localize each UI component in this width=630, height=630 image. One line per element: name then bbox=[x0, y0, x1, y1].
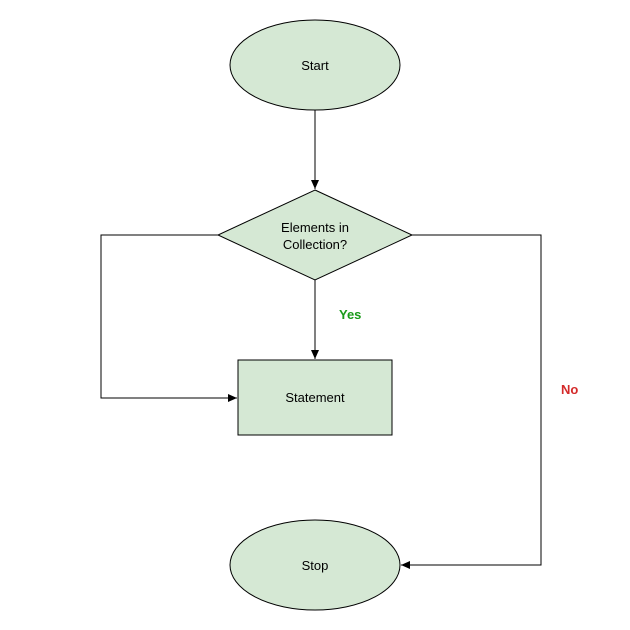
decision-node-label-line1: Elements in bbox=[281, 220, 349, 235]
stop-node[interactable]: Stop bbox=[229, 519, 401, 611]
stop-node-shape bbox=[229, 519, 401, 611]
yes-label: Yes bbox=[339, 307, 361, 322]
decision-node-shape bbox=[216, 189, 414, 281]
statement-node-shape bbox=[237, 359, 393, 436]
edge-decision-to-stop bbox=[401, 234, 542, 569]
decision-node-label-line2: Collection? bbox=[283, 237, 347, 252]
start-node[interactable]: Start bbox=[229, 19, 401, 111]
statement-node-label: Statement bbox=[285, 390, 345, 405]
edge-loop-to-statement bbox=[100, 234, 237, 402]
start-node-label: Start bbox=[301, 58, 329, 73]
stop-node-label: Stop bbox=[302, 558, 329, 573]
statement-node[interactable]: Statement bbox=[237, 359, 393, 436]
decision-node[interactable]: Elements in Collection? bbox=[216, 189, 414, 281]
no-label: No bbox=[561, 382, 578, 397]
